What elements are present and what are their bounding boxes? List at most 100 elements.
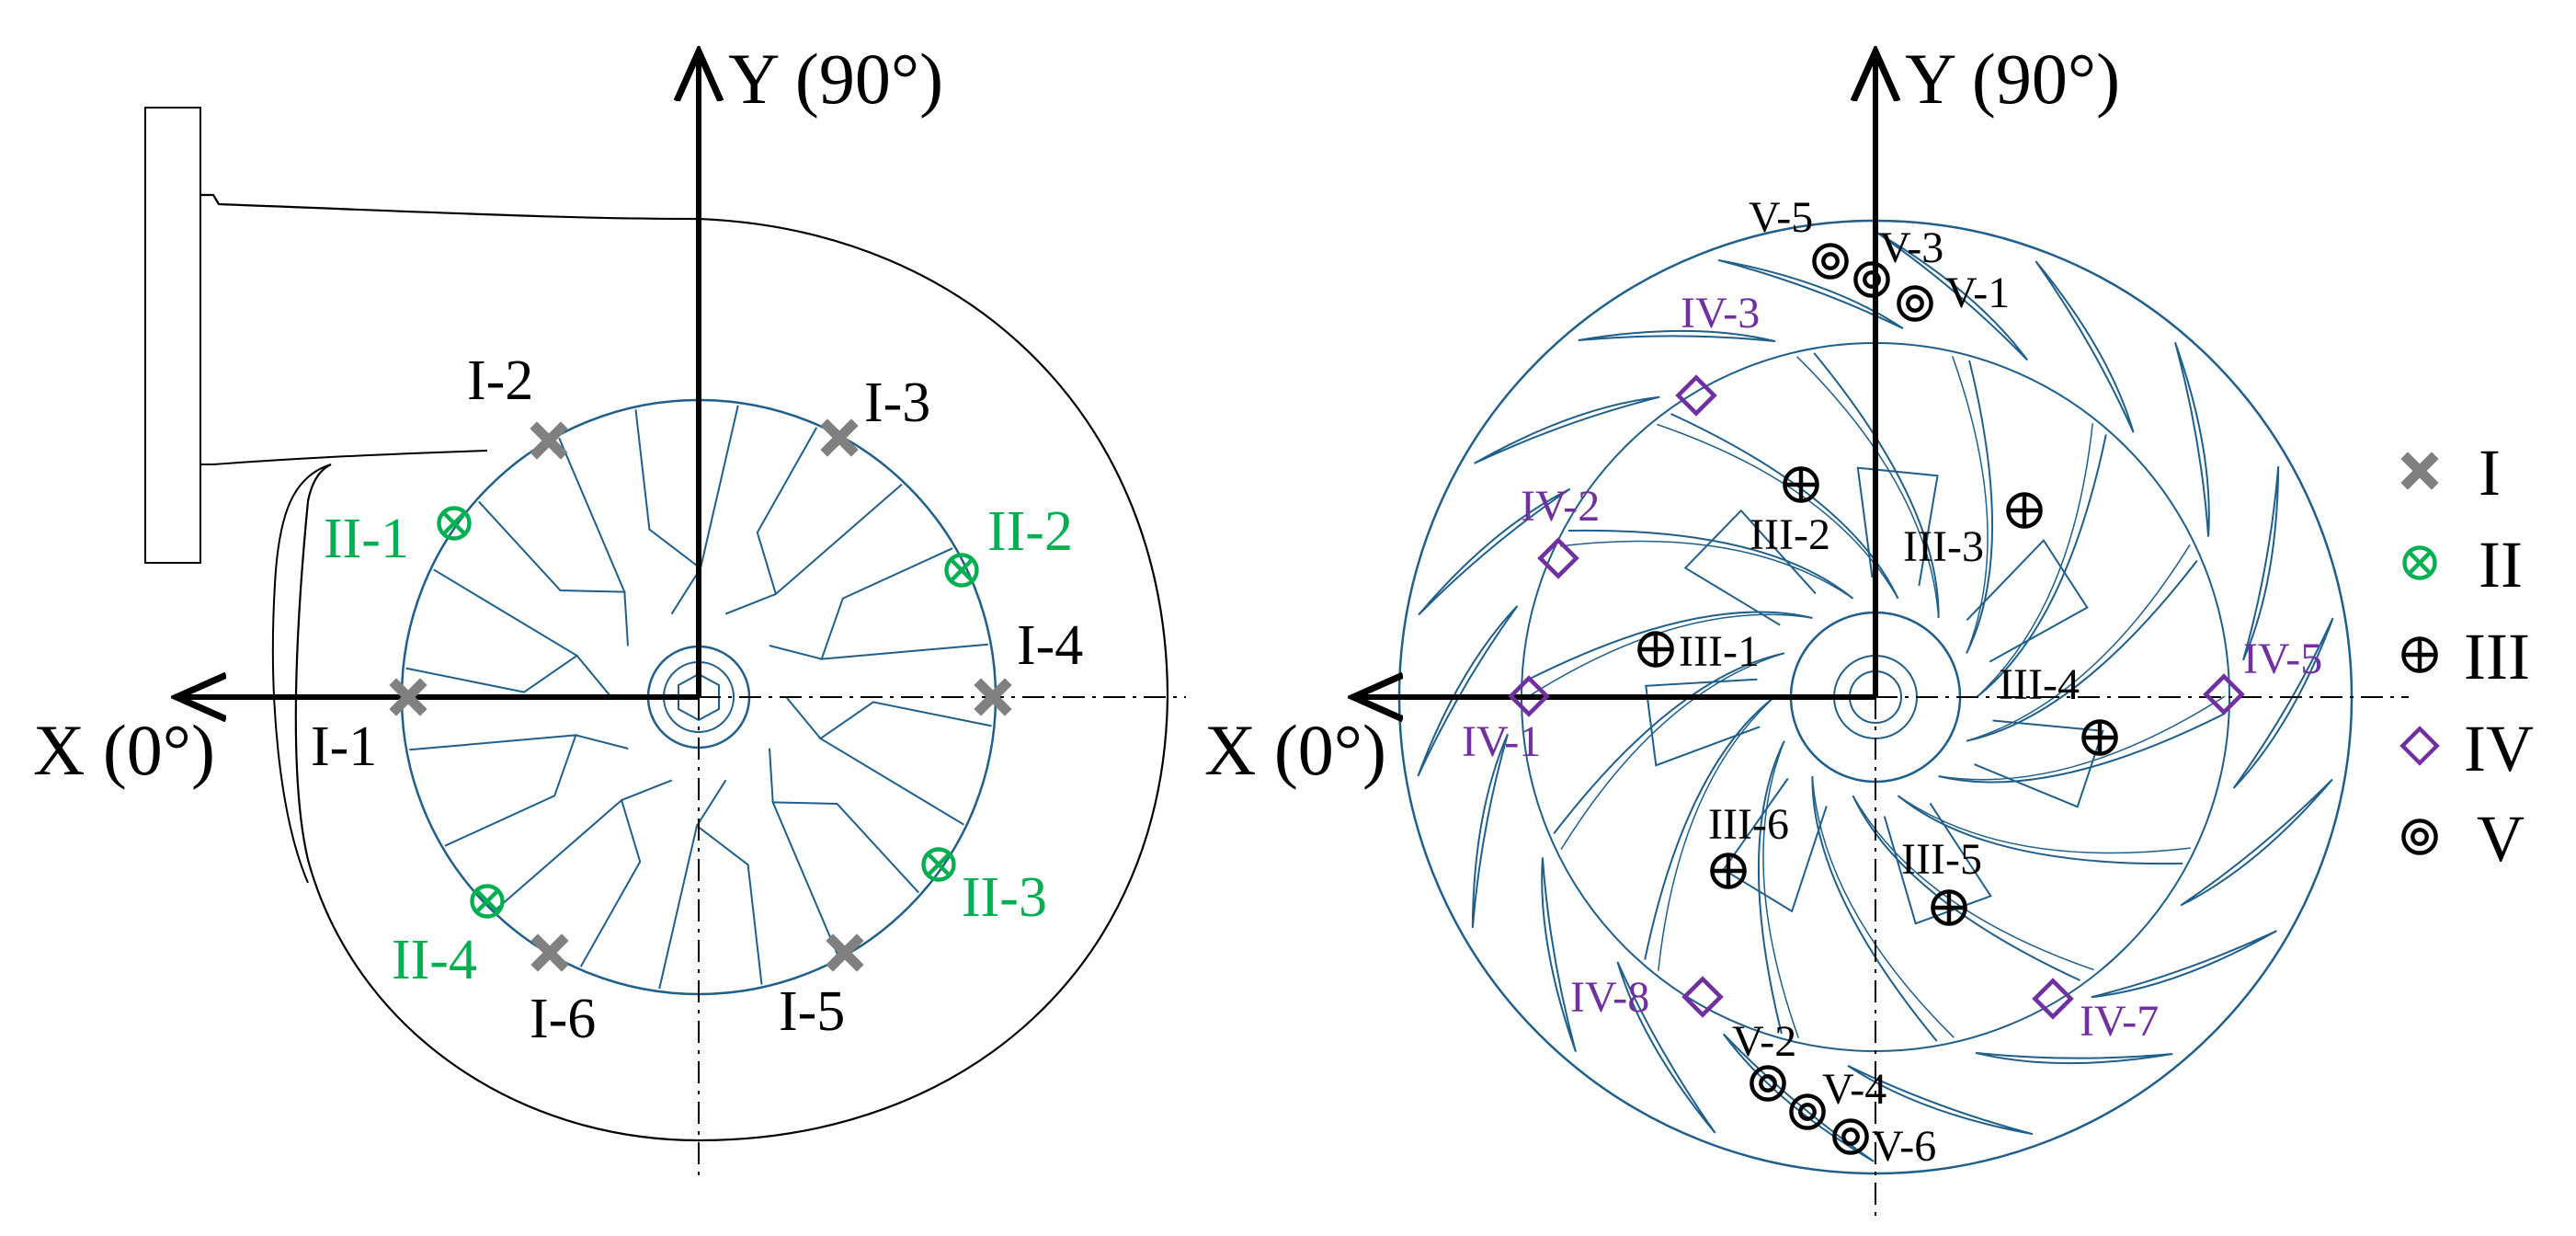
label-III-3: III-3 bbox=[1903, 522, 1984, 571]
left-blade bbox=[478, 437, 626, 593]
marker-II-3 bbox=[924, 850, 954, 880]
right-blade-edge bbox=[1560, 540, 1853, 600]
label-V-5: V-5 bbox=[1749, 193, 1813, 242]
right-blade-edge bbox=[1811, 775, 1955, 1038]
left-blade-root bbox=[576, 734, 629, 750]
label-I-2: I-2 bbox=[467, 349, 533, 412]
right-blade-edge bbox=[1762, 740, 1800, 1038]
right-blade-edge bbox=[1976, 434, 2107, 698]
left-blade bbox=[771, 801, 919, 957]
guide-vane bbox=[2180, 778, 2333, 907]
right-inner-blade bbox=[1856, 466, 1939, 587]
marker-IV-5 bbox=[2206, 676, 2241, 712]
label-II-1: II-1 bbox=[324, 508, 409, 570]
left-blade-root bbox=[576, 655, 612, 698]
right-blade-edge bbox=[1567, 529, 1854, 600]
right-y-axis-label: Y (90°) bbox=[1905, 39, 2120, 119]
label-V-6: V-6 bbox=[1872, 1122, 1936, 1171]
right-blade-edge bbox=[1811, 775, 1938, 1042]
label-III-6: III-6 bbox=[1708, 800, 1789, 849]
marker-I-6 bbox=[534, 937, 565, 968]
legend-label-V: V bbox=[2477, 802, 2525, 876]
left-blade-root bbox=[621, 779, 673, 802]
right-blade-edge bbox=[1658, 696, 1775, 971]
legend-circle-plus-marker bbox=[2403, 638, 2435, 670]
guide-vane bbox=[2232, 617, 2334, 789]
right-inner-blade bbox=[1974, 719, 2104, 808]
marker-III-3 bbox=[2008, 494, 2040, 526]
left-impeller-blades bbox=[405, 405, 992, 990]
left-blade bbox=[409, 734, 577, 847]
right-inner-blade bbox=[1722, 777, 1828, 913]
right-blade-edge bbox=[1525, 611, 1813, 681]
legend-cross-marker bbox=[2404, 455, 2435, 486]
legend-double-circle-marker bbox=[2403, 820, 2435, 853]
left-blade-root bbox=[670, 567, 701, 615]
label-II-4: II-4 bbox=[392, 929, 477, 991]
right-blade-edge bbox=[1938, 695, 2226, 781]
guide-vane bbox=[2035, 260, 2135, 433]
marker-I-3 bbox=[824, 422, 855, 453]
volute-inner-wall bbox=[200, 450, 488, 465]
volute-tongue bbox=[271, 464, 332, 884]
right-blade-edge bbox=[1938, 713, 2226, 784]
label-III-4: III-4 bbox=[1999, 660, 2080, 709]
left-blade bbox=[495, 798, 642, 967]
legend-label-IV: IV bbox=[2464, 712, 2534, 785]
left-blade-root bbox=[623, 591, 629, 647]
marker-I-5 bbox=[829, 937, 861, 968]
label-I-6: I-6 bbox=[530, 988, 596, 1050]
right-blade-edge bbox=[1898, 795, 2191, 854]
right-inner-blade bbox=[1883, 803, 1992, 925]
outlet-flange bbox=[144, 107, 201, 564]
right-blade-edge bbox=[1852, 795, 2094, 971]
left-blade-root bbox=[769, 645, 822, 660]
guide-vane bbox=[1474, 395, 1660, 464]
volute-casing bbox=[200, 193, 1169, 1142]
left-blade bbox=[818, 701, 992, 826]
right-blade-edge bbox=[1796, 356, 1940, 619]
right-blade-edge bbox=[1757, 740, 1785, 1035]
label-III-1: III-1 bbox=[1679, 627, 1760, 676]
right-blade-edge bbox=[1670, 413, 1899, 600]
legend-circle-x-marker bbox=[2405, 548, 2435, 578]
guide-vane bbox=[2242, 466, 2280, 661]
guide-vane bbox=[1975, 1051, 2173, 1065]
guide-vane bbox=[1417, 605, 1519, 777]
left-blade bbox=[756, 427, 903, 596]
label-IV-2: IV-2 bbox=[1521, 482, 1600, 531]
marker-II-1 bbox=[439, 509, 470, 539]
right-blade-edge bbox=[1553, 652, 1785, 835]
right-blade-edge bbox=[1560, 652, 1785, 851]
legend-label-III: III bbox=[2464, 620, 2530, 693]
marker-IV-8 bbox=[1684, 978, 1720, 1014]
right-impeller-blades bbox=[1525, 352, 2226, 1042]
label-IV-5: IV-5 bbox=[2243, 635, 2322, 683]
right-blade-edge bbox=[1976, 423, 2093, 698]
right-inner-blade bbox=[1683, 509, 1817, 626]
left-blade-root bbox=[724, 592, 777, 615]
marker-III-1 bbox=[1639, 633, 1671, 665]
legend-label-II: II bbox=[2479, 528, 2523, 601]
legend-diamond-marker bbox=[2402, 728, 2436, 762]
guide-vane bbox=[1616, 961, 1716, 1134]
left-blade-root bbox=[769, 748, 774, 803]
left-blade bbox=[820, 547, 988, 660]
label-I-3: I-3 bbox=[864, 372, 930, 434]
left-pump-drawing bbox=[144, 107, 1169, 1142]
guide-vane bbox=[1578, 329, 1776, 343]
legend-label-I: I bbox=[2479, 436, 2501, 509]
marker-V-5 bbox=[1814, 245, 1846, 277]
right-blade-edge bbox=[1897, 795, 2183, 865]
marker-III-2 bbox=[1784, 468, 1817, 500]
guide-vane bbox=[1847, 1065, 2034, 1136]
diffuser-guide-vanes bbox=[1417, 232, 2334, 1162]
label-I-5: I-5 bbox=[779, 980, 845, 1043]
right-blade-edge bbox=[1644, 696, 1775, 960]
left-blade-root bbox=[696, 779, 727, 827]
right-blade-edge bbox=[1966, 559, 2198, 742]
label-I-4: I-4 bbox=[1017, 614, 1083, 677]
right-blade-edge bbox=[1951, 356, 1989, 654]
left-hub-hex bbox=[678, 672, 720, 722]
label-V-4: V-4 bbox=[1822, 1065, 1886, 1114]
